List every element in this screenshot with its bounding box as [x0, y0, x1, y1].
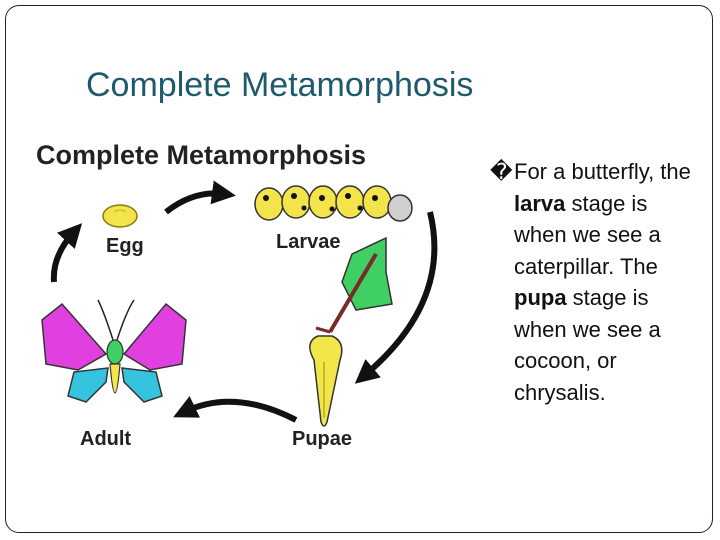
text-segment: For a butterfly, the	[514, 159, 691, 184]
text-segment: stage is when we see a caterpillar. The	[514, 190, 661, 279]
pupa-illustration	[309, 335, 343, 427]
arrow-egg-to-larvae	[164, 180, 236, 215]
arrow-larvae-to-pupae	[354, 211, 438, 384]
bullet-glyph: �	[490, 159, 513, 184]
caterpillar-illustration	[254, 185, 413, 222]
egg-illustration	[102, 204, 138, 228]
larvae-label: Larvae	[276, 231, 341, 253]
bullet-text: For a butterfly, the larva stage is when…	[490, 156, 705, 408]
pupae-label: Pupae	[292, 428, 352, 450]
arrow-pupae-to-adult	[173, 395, 298, 423]
egg-label: Egg	[106, 235, 144, 257]
arrow-adult-to-egg	[50, 223, 83, 283]
text-segment: stage is when we see a cocoon, or chrysa…	[514, 285, 661, 405]
slide-frame: Complete Metamorphosis Complete Metamorp…	[5, 5, 713, 533]
bullet-paragraph: � For a butterfly, the larva stage is wh…	[490, 156, 705, 408]
leaf-illustration	[315, 236, 393, 334]
adult-label: Adult	[80, 428, 131, 450]
diagram-heading: Complete Metamorphosis	[36, 140, 366, 170]
larva-term: larva	[514, 190, 566, 216]
metamorphosis-diagram: Complete Metamorphosis Egg Larvae	[36, 140, 438, 450]
butterfly-illustration	[41, 299, 187, 403]
pupa-term: pupa	[514, 285, 567, 310]
slide-title: Complete Metamorphosis	[86, 66, 474, 104]
